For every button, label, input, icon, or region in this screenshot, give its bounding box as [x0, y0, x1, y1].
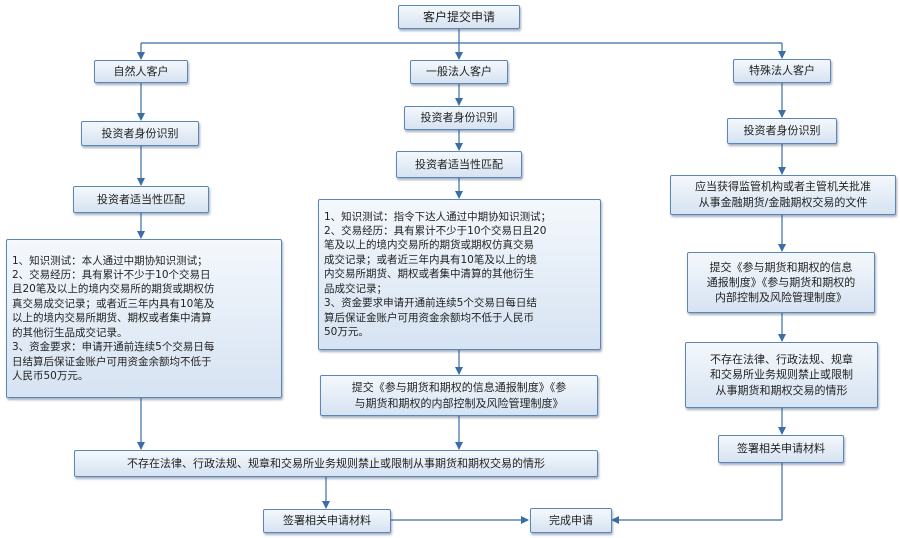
no-violation-node: 不存在法律、行政法规、规章和交易所业务规则禁止或限制从事期货和期权交易的情形	[74, 450, 598, 477]
special-corporate-node: 特殊法人客户	[733, 59, 831, 83]
complete-application-node: 完成申请	[530, 508, 612, 533]
natural-identity-node: 投资者身份识别	[81, 121, 199, 146]
sign-materials-node: 签署相关申请材料	[263, 509, 391, 533]
special-no-violation-node: 不存在法律、行政法规、规章 和交易所业务规则禁止或限制 从事期货和期权交易的情形	[685, 342, 878, 408]
special-submit-node: 提交《参与期货和期权的信息 通报制度》《参与期货和期权的 内部控制及风险管理制度…	[687, 252, 875, 313]
special-sign-node: 签署相关申请材料	[718, 435, 844, 463]
start-node: 客户提交申请	[398, 5, 520, 29]
special-identity-node: 投资者身份识别	[727, 118, 837, 144]
natural-person-node: 自然人客户	[94, 60, 188, 83]
general-identity-node: 投资者身份识别	[404, 106, 514, 130]
natural-suitability-node: 投资者适当性匹配	[73, 186, 209, 213]
special-approval-node: 应当获得监管机构或者主管机关批准 从事金融期货/金融期权交易的文件	[670, 175, 896, 215]
general-requirements-node: 1、知识测试：指令下达人通过中期协知识测试； 2、交易经历：具有累计不少于10个…	[318, 199, 601, 350]
general-corporate-node: 一般法人客户	[410, 60, 508, 84]
general-suitability-node: 投资者适当性匹配	[396, 151, 522, 178]
general-submit-node: 提交《参与期货和期权的信息通报制度》《参 与期货和期权的内部控制及风险管理制度》	[320, 375, 598, 416]
natural-requirements-node: 1、知识测试：本人通过中期协知识测试； 2、交易经历：具有累计不少于10个交易日…	[6, 239, 282, 398]
